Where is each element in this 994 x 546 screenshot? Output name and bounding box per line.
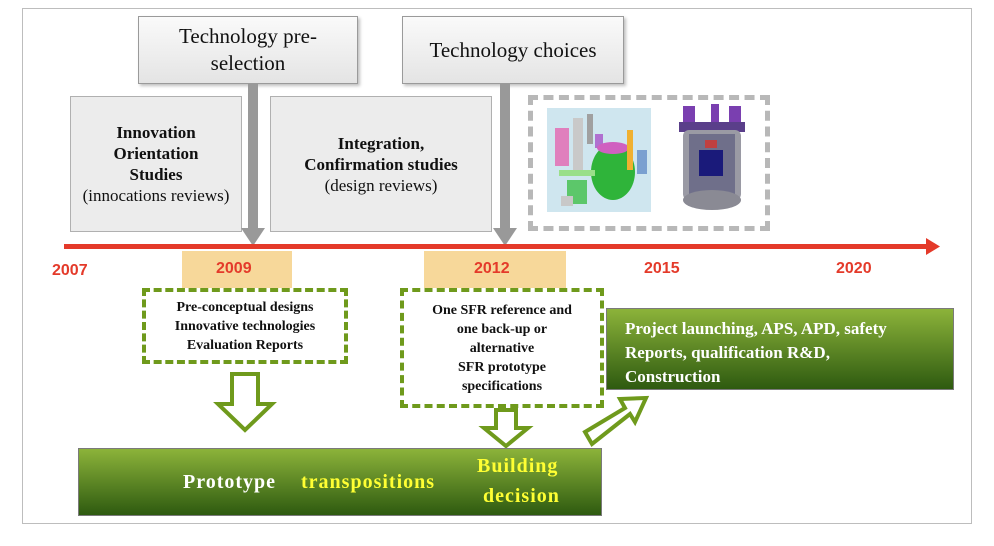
project-line-3: Construction bbox=[625, 367, 721, 386]
technology-preselection-label: Technology pre-selection bbox=[179, 24, 317, 75]
milestone-2012-line-1: One SFR reference and bbox=[432, 302, 572, 318]
year-2015: 2015 bbox=[644, 260, 680, 277]
integration-studies-box: Integration, Confirmation studies (desig… bbox=[270, 96, 492, 232]
milestone-2009-line-2: Innovative technologies bbox=[174, 318, 316, 334]
reactor-images-panel bbox=[528, 95, 770, 231]
reactor-schematic-image bbox=[547, 108, 651, 212]
technology-choices-label: Technology choices bbox=[429, 37, 597, 62]
year-2009: 2009 bbox=[216, 260, 252, 277]
to-project-diagonal-arrow bbox=[582, 395, 650, 447]
integration-line-3: (design reviews) bbox=[324, 175, 438, 195]
milestone-2012-line-5: specifications bbox=[461, 378, 543, 394]
project-launching-box: Project launching, APS, APD, safety Repo… bbox=[606, 308, 954, 390]
milestone-2009-line-1: Pre-conceptual designs bbox=[176, 299, 314, 315]
prototype-label: Prototype bbox=[183, 471, 277, 493]
year-2007: 2007 bbox=[52, 262, 88, 279]
innovation-line-4: (innocations reviews) bbox=[82, 186, 230, 205]
prototype-bar: Prototype transpositions Building decisi… bbox=[78, 448, 602, 516]
innovation-line-3: Studies bbox=[129, 165, 183, 184]
innovation-line-1: Innovation bbox=[116, 123, 196, 142]
milestone-2012-down-arrow bbox=[478, 408, 534, 449]
integration-line-2: Confirmation studies bbox=[304, 154, 458, 174]
integration-line-1: Integration, bbox=[337, 133, 425, 153]
year-2020: 2020 bbox=[836, 260, 872, 277]
innovation-line-2: Orientation bbox=[113, 144, 199, 163]
milestone-2012-line-2: one back-up or bbox=[456, 321, 548, 337]
reactor-illustrations bbox=[547, 104, 745, 212]
milestone-2009-line-3: Evaluation Reports bbox=[186, 337, 304, 353]
building-label: Building bbox=[477, 455, 559, 477]
milestone-2009-down-arrow bbox=[213, 372, 277, 433]
choices-down-arrow bbox=[493, 84, 517, 246]
year-2012: 2012 bbox=[474, 260, 510, 277]
diagram-frame bbox=[22, 8, 972, 524]
project-line-1: Project launching, APS, APD, safety bbox=[625, 319, 887, 338]
milestone-2012-line-3: alternative bbox=[469, 340, 535, 356]
technology-choices-box: Technology choices bbox=[402, 16, 624, 84]
project-line-2: Reports, qualification R&D, bbox=[625, 343, 830, 362]
reactor-vessel-image bbox=[679, 104, 745, 210]
transpositions-label: transpositions bbox=[301, 471, 436, 493]
preselection-down-arrow bbox=[241, 84, 265, 246]
innovation-studies-box: Innovation Orientation Studies (innocati… bbox=[70, 96, 242, 232]
milestone-2009-box: Pre-conceptual designs Innovative techno… bbox=[142, 288, 348, 364]
highlight-2009 bbox=[182, 251, 292, 289]
highlight-2012 bbox=[424, 251, 566, 289]
milestone-2012-box: One SFR reference and one back-up or alt… bbox=[400, 288, 604, 408]
timeline-arrow bbox=[64, 238, 940, 255]
milestone-2012-line-4: SFR prototype bbox=[457, 359, 547, 375]
decision-label: decision bbox=[483, 485, 560, 507]
technology-preselection-box: Technology pre-selection bbox=[138, 16, 358, 84]
